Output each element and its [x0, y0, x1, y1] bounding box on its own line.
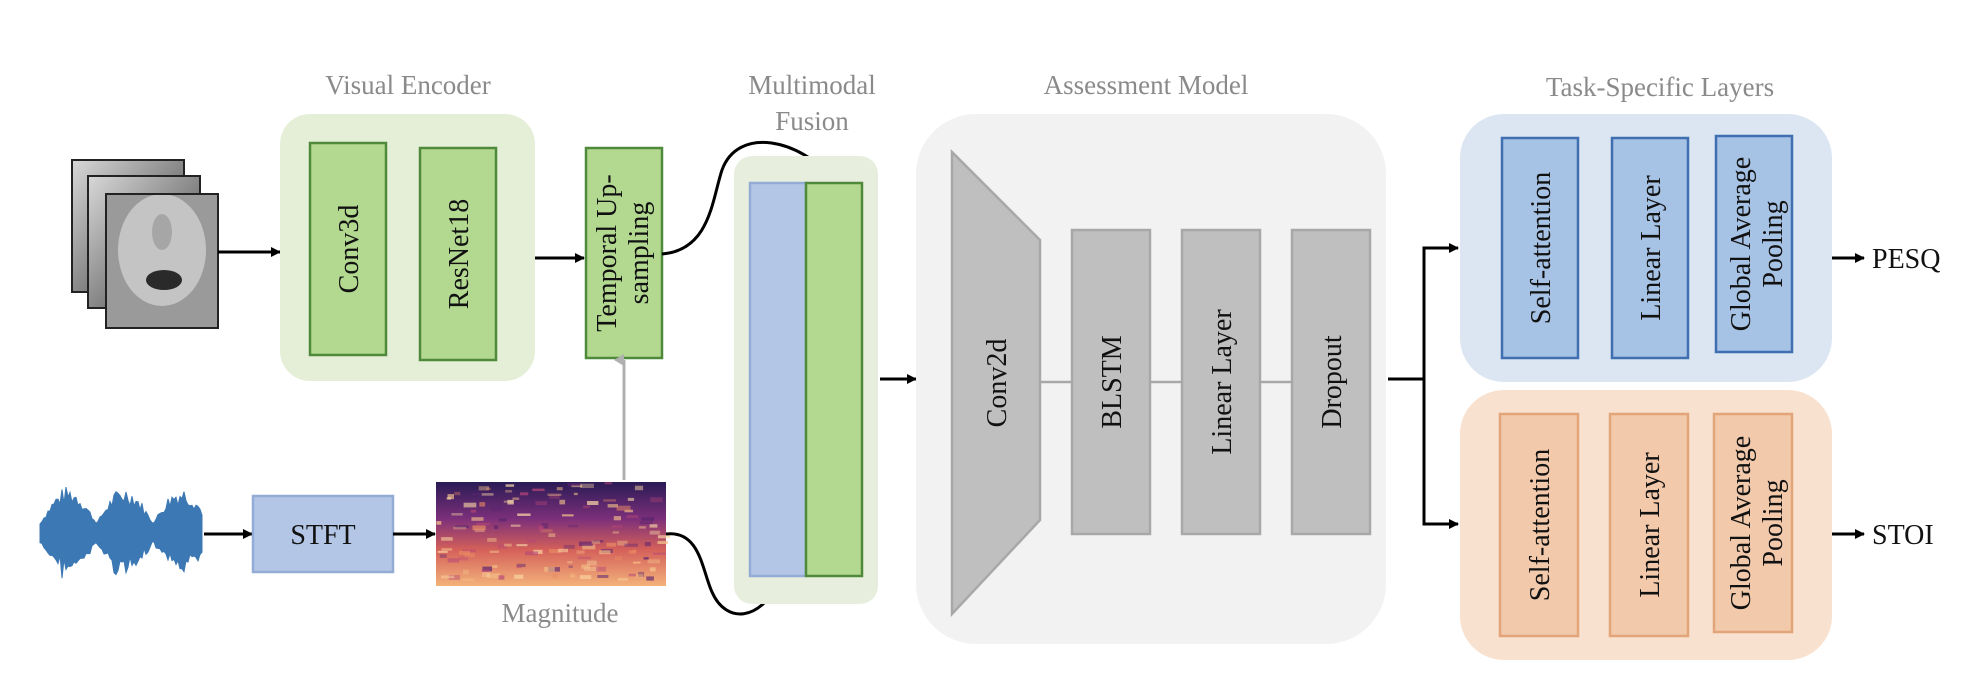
magnitude-spectrogram-image — [436, 482, 670, 586]
assessment-model-title: Assessment Model — [1044, 70, 1249, 100]
audio-waveform-image — [39, 487, 203, 579]
stoi-gap-label-line1: Global Average — [1726, 436, 1757, 610]
blstm-label: BLSTM — [1097, 335, 1128, 428]
conv3d-label: Conv3d — [334, 205, 365, 294]
temporal-upsampling-label-line1: Temporal Up- — [592, 174, 623, 331]
resnet18-label: ResNet18 — [444, 199, 475, 309]
stoi-self-attention-label: Self-attention — [1525, 449, 1556, 601]
temporal-upsampling-label-line2: sampling — [624, 202, 655, 305]
assessment-linear-label: Linear Layer — [1207, 309, 1238, 455]
fusion-audio-feature — [748, 181, 808, 578]
fusion-visual-feature — [804, 181, 864, 578]
visual-encoder-title: Visual Encoder — [325, 70, 491, 100]
multimodal-fusion-title-line2: Fusion — [775, 106, 849, 136]
stft-label: STFT — [290, 520, 355, 551]
conv3d-block — [308, 141, 388, 357]
stoi-linear-block — [1608, 412, 1690, 638]
dropout-label: Dropout — [1317, 335, 1348, 429]
conv2d-label: Conv2d — [982, 339, 1013, 428]
face-frames-image — [71, 159, 219, 329]
magnitude-label: Magnitude — [502, 598, 619, 628]
stoi-output-label: STOI — [1872, 520, 1934, 551]
conv2d-block — [950, 148, 1042, 618]
pesq-linear-block — [1610, 136, 1690, 360]
stoi-gap-label-line2: Pooling — [1758, 479, 1789, 566]
pesq-self-attention-label: Self-attention — [1526, 172, 1557, 324]
multimodal-fusion-title-line1: Multimodal — [748, 70, 876, 100]
stft-block — [251, 494, 395, 574]
pesq-output-label: PESQ — [1872, 244, 1940, 275]
pesq-gap-label-line1: Global Average — [1726, 157, 1757, 331]
pesq-gap-block — [1714, 134, 1794, 354]
stoi-linear-label: Linear Layer — [1635, 452, 1666, 598]
pesq-self-attention-block — [1500, 136, 1580, 360]
stoi-self-attention-block — [1498, 412, 1580, 638]
pesq-linear-label: Linear Layer — [1636, 175, 1667, 321]
task-specific-title: Task-Specific Layers — [1546, 72, 1774, 102]
dropout-block — [1290, 228, 1372, 536]
pesq-gap-label-line2: Pooling — [1758, 200, 1789, 287]
temporal-upsampling-block — [584, 146, 664, 360]
resnet18-block — [418, 146, 498, 362]
assessment-linear-block — [1180, 228, 1262, 536]
stoi-gap-block — [1712, 412, 1794, 634]
